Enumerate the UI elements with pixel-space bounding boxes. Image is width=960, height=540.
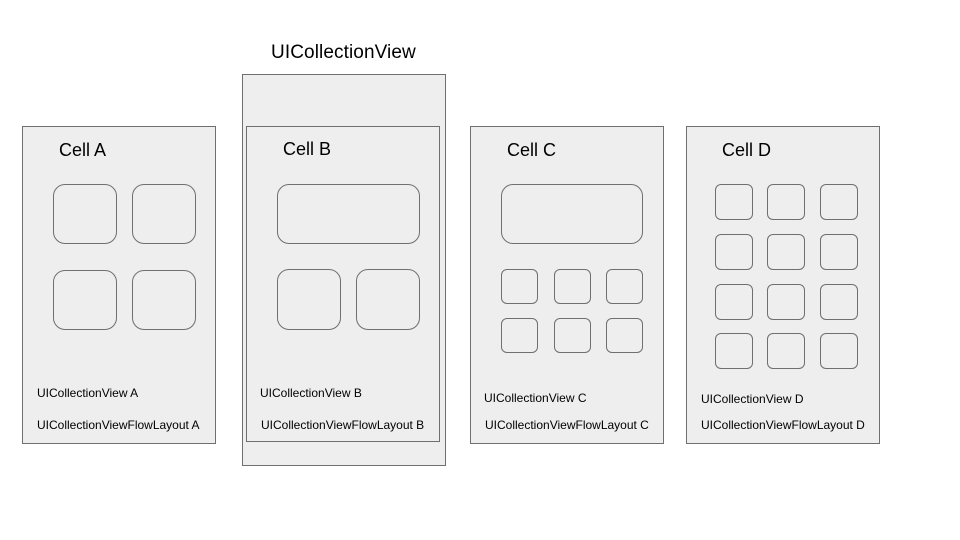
cell-a-view-label: UICollectionView A <box>37 386 139 400</box>
cell-c-item <box>554 318 591 353</box>
cell-d-layout-label: UICollectionViewFlowLayout D <box>701 418 865 432</box>
cell-b-layout-label: UICollectionViewFlowLayout B <box>261 418 425 432</box>
cell-d-title: Cell D <box>722 140 772 160</box>
cell-d-item <box>715 234 753 270</box>
cell-b-header-item <box>277 184 420 244</box>
cell-d-view-label: UICollectionView D <box>701 392 804 406</box>
cell-d-item <box>715 333 753 369</box>
cell-d-item <box>820 284 858 320</box>
cell-c-view-label: UICollectionView C <box>484 391 587 405</box>
cell-a: Cell A UICollectionView A UICollectionVi… <box>22 126 216 444</box>
cell-d-item <box>820 234 858 270</box>
cell-b-item <box>356 269 420 330</box>
cell-c-header-item <box>501 184 643 244</box>
cell-d-item <box>767 184 805 220</box>
cell-c-item <box>606 318 643 353</box>
cell-c-item <box>501 318 538 353</box>
diagram-title: UICollectionView <box>271 42 416 63</box>
cell-d-item <box>767 333 805 369</box>
cell-a-title: Cell A <box>59 140 107 160</box>
cell-d-item <box>820 333 858 369</box>
cell-a-item <box>132 184 196 244</box>
cell-c-item <box>501 269 538 304</box>
cell-c-title: Cell C <box>507 140 557 160</box>
cell-a-item <box>132 270 196 330</box>
cell-c-item <box>606 269 643 304</box>
cell-d: Cell D UICollectionView D UICollectionVi… <box>686 126 880 444</box>
cell-b-title: Cell B <box>283 139 332 159</box>
cell-d-item <box>715 284 753 320</box>
cell-a-layout-label: UICollectionViewFlowLayout A <box>37 418 200 432</box>
cell-d-item <box>820 184 858 220</box>
cell-d-item <box>715 184 753 220</box>
cell-c-layout-label: UICollectionViewFlowLayout C <box>485 418 649 432</box>
cell-a-item <box>53 184 117 244</box>
cell-c-item <box>554 269 591 304</box>
cell-d-item <box>767 284 805 320</box>
cell-b-view-label: UICollectionView B <box>260 386 362 400</box>
cell-c: Cell C UICollectionView C UICollectionVi… <box>470 126 664 444</box>
cell-b-item <box>277 269 341 330</box>
cell-a-item <box>53 270 117 330</box>
cell-b: Cell B UICollectionView B UICollectionVi… <box>246 126 440 442</box>
cell-d-item <box>767 234 805 270</box>
